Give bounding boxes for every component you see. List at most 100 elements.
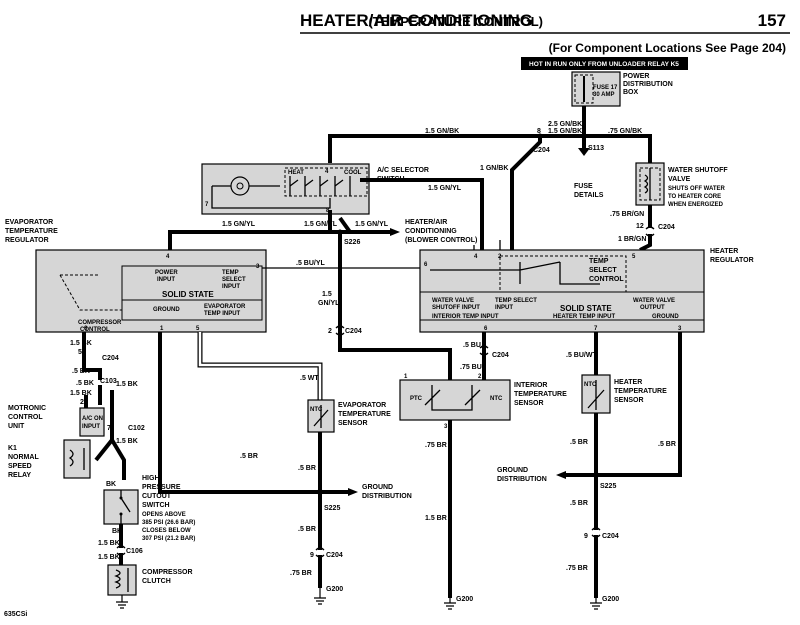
heater-regulator: TEMP SELECT CONTROL WATER VALVE SHUTOFF …	[419, 248, 754, 333]
wire-label: .5 WT	[300, 375, 319, 382]
pin-label: 7	[205, 202, 209, 208]
fuse-details-arrow	[578, 148, 590, 156]
ac-selector-switch: HEAT COOL 4 8 7 A/C SELECTOR SWITCH	[201, 163, 429, 215]
reg-text: EVAPORATOR	[204, 304, 246, 310]
reg-text: INTERIOR TEMP INPUT	[432, 314, 499, 320]
heater-reg-label: HEATER	[710, 248, 738, 255]
wire-label: .75 GN/BK	[608, 128, 642, 135]
heater-temperature-sensor: NTC HEATER TEMPERATURE SENSOR	[581, 374, 667, 414]
reg-text: GROUND	[153, 307, 180, 313]
reg-text: SELECT	[589, 267, 617, 274]
wire-label: 2.5 GN/BK	[548, 121, 582, 128]
reg-text: GROUND	[652, 314, 679, 320]
pin-label: 3	[678, 326, 682, 332]
heater-sensor-label: TEMPERATURE	[614, 388, 667, 395]
hot-in-run-banner	[521, 57, 688, 70]
wire-label: .5 BU	[463, 342, 481, 349]
pin-label: 2	[498, 254, 502, 260]
motronic-control-unit: A/C ON INPUT MOTRONIC CONTROL UNIT 7 C10…	[8, 405, 145, 437]
wire-heater-reg-ground	[566, 332, 682, 477]
evap-sensor-label: TEMPERATURE	[338, 411, 391, 418]
evaporator-temperature-sensor: NTC EVAPORATOR TEMPERATURE SENSOR	[307, 399, 391, 433]
pin-label: 9	[310, 552, 314, 559]
ground-dist-arrow	[556, 471, 566, 479]
pin-label: 3	[444, 424, 448, 430]
wire-15gnyl-right	[360, 178, 484, 250]
pin-label: 12	[636, 223, 644, 230]
ground-icon	[590, 598, 602, 610]
connector-label: C102	[128, 425, 145, 432]
reg-text: INPUT	[495, 305, 513, 311]
wire-label: .5 BU/WT	[566, 352, 597, 359]
model-label: 635CSi	[4, 611, 27, 618]
wire-label: .75 BR	[290, 570, 312, 577]
wire-label: 1.5 BK	[70, 390, 92, 397]
wire-compressor-control	[82, 332, 102, 380]
wire-label: 1.5 GN/YL	[304, 221, 338, 228]
page-header: HEATER/AIR CONDITIONING (TEMPERATURE CON…	[300, 11, 790, 70]
ground-dist-arrow	[348, 488, 358, 496]
motronic-label: CONTROL	[8, 414, 43, 421]
wire-label: 1.5 GN/YL	[222, 221, 256, 228]
connector-label: C204	[658, 224, 675, 231]
pin-label: 6	[424, 262, 428, 268]
reg-text: POWER	[155, 270, 178, 276]
pin-label: 6	[84, 326, 88, 332]
wire-label: .5 BR	[570, 439, 588, 446]
wire-gnyl-left	[168, 230, 390, 250]
ptc-label: PTC	[410, 396, 423, 402]
reg-text: TEMP INPUT	[204, 311, 241, 317]
ground-icon	[314, 588, 326, 605]
pin-label: 2	[478, 374, 482, 380]
ntc-label: NTC	[584, 382, 597, 388]
connector-label: G200	[326, 586, 343, 593]
connector-label: C103	[100, 378, 117, 385]
hp-switch-note: 307 PSI (21.2 BAR)	[142, 536, 195, 542]
pin-label: 6	[484, 326, 488, 332]
connector-label: S225	[324, 505, 340, 512]
reg-text: SOLID STATE	[560, 304, 612, 313]
ground-icon	[444, 598, 456, 610]
hp-switch-label: SWITCH	[142, 502, 170, 509]
blower-label: HEATER/AIR	[405, 219, 447, 226]
fuse-details-label: DETAILS	[574, 192, 604, 199]
wire-label: 1.5 BK	[98, 540, 120, 547]
hp-switch-note: OPENS ABOVE	[142, 512, 186, 518]
connector-label: G200	[456, 596, 473, 603]
wire-label: .5 BK	[72, 368, 90, 375]
relay-label: NORMAL	[8, 454, 39, 461]
evap-sensor-label: SENSOR	[338, 420, 368, 427]
connector-label: C204	[492, 352, 509, 359]
wire-label: GN/YL	[318, 300, 340, 307]
reg-text: CONTROL	[80, 327, 110, 333]
ground-dist-label: DISTRIBUTION	[497, 476, 547, 483]
hp-switch-label: CUTOUT	[142, 493, 172, 500]
cool-label: COOL	[344, 170, 362, 176]
connector-label: C204	[102, 355, 119, 362]
heater-reg-label: REGULATOR	[710, 257, 754, 264]
wire-label: .75 BR	[425, 442, 447, 449]
ground-dist-label: GROUND	[362, 484, 393, 491]
pin-label: 28	[80, 399, 88, 406]
wire-label: 1.5	[322, 291, 332, 298]
pin-label: 7	[107, 425, 111, 432]
pin-label: 1	[404, 374, 408, 380]
hp-switch-label: HIGH	[142, 475, 160, 482]
reg-text: HEATER TEMP INPUT	[553, 314, 615, 320]
wire-label: 1.5 GN/BK	[425, 128, 459, 135]
heater-sensor-label: SENSOR	[614, 397, 644, 404]
relay-label: SPEED	[8, 463, 32, 470]
pin-label: 3	[256, 264, 260, 270]
interior-sensor-label: TEMPERATURE	[514, 391, 567, 398]
wire-label: .75 BR/GN	[610, 211, 644, 218]
connector-label: C204	[345, 328, 362, 335]
ntc-label: NTC	[310, 407, 323, 413]
power-box-label-1: POWER	[623, 73, 649, 80]
hot-in-run-text: HOT IN RUN ONLY FROM UNLOADER RELAY K5	[529, 61, 679, 68]
wire-label: 1.5 GN/BK	[548, 128, 582, 135]
hp-switch-note: CLOSES BELOW	[142, 528, 191, 534]
ground-icon	[116, 595, 128, 609]
compressor-clutch: COMPRESSOR CLUTCH	[107, 564, 193, 596]
pin-label: 4	[474, 254, 478, 260]
interior-temperature-sensor: 1 2 PTC NTC INTERIOR TEMPERATURE SENSOR …	[399, 374, 567, 430]
